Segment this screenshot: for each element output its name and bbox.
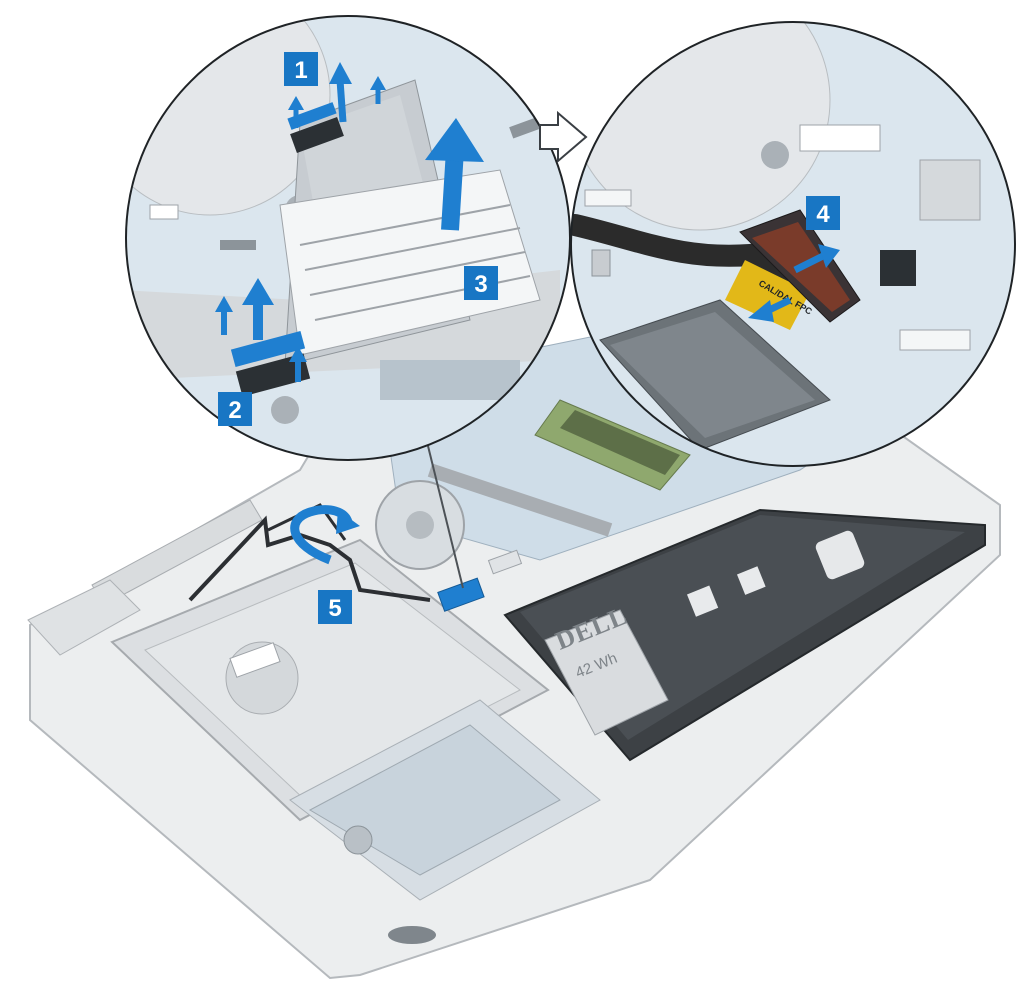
callout-1: 1: [284, 52, 318, 86]
callout-4: 4: [806, 196, 840, 230]
callout-5: 5: [318, 590, 352, 624]
detail-view-right: CAL/DAL FPC: [570, 21, 1016, 467]
battery: DELL 42 Wh: [503, 508, 986, 762]
step-1-lift-arrows: [288, 62, 386, 128]
step-2-lift-arrows: [215, 278, 307, 382]
callout-1-label: 1: [294, 57, 307, 84]
callout-4-label: 4: [816, 201, 830, 228]
callout-2-label: 2: [228, 397, 241, 424]
detail-pointer-line: [427, 445, 464, 589]
callout-5-label: 5: [328, 595, 341, 622]
next-step-arrow-icon: [539, 110, 588, 164]
callout-3-label: 3: [474, 271, 487, 298]
callout-2: 2: [218, 392, 252, 426]
step-5-curved-arrow: [290, 505, 360, 565]
callout-3: 3: [464, 266, 498, 300]
step-3-lift-arrow: [425, 118, 484, 231]
detail-view-left: [125, 15, 571, 461]
step-4-arrows: [748, 244, 840, 322]
board-connector: [437, 549, 523, 612]
